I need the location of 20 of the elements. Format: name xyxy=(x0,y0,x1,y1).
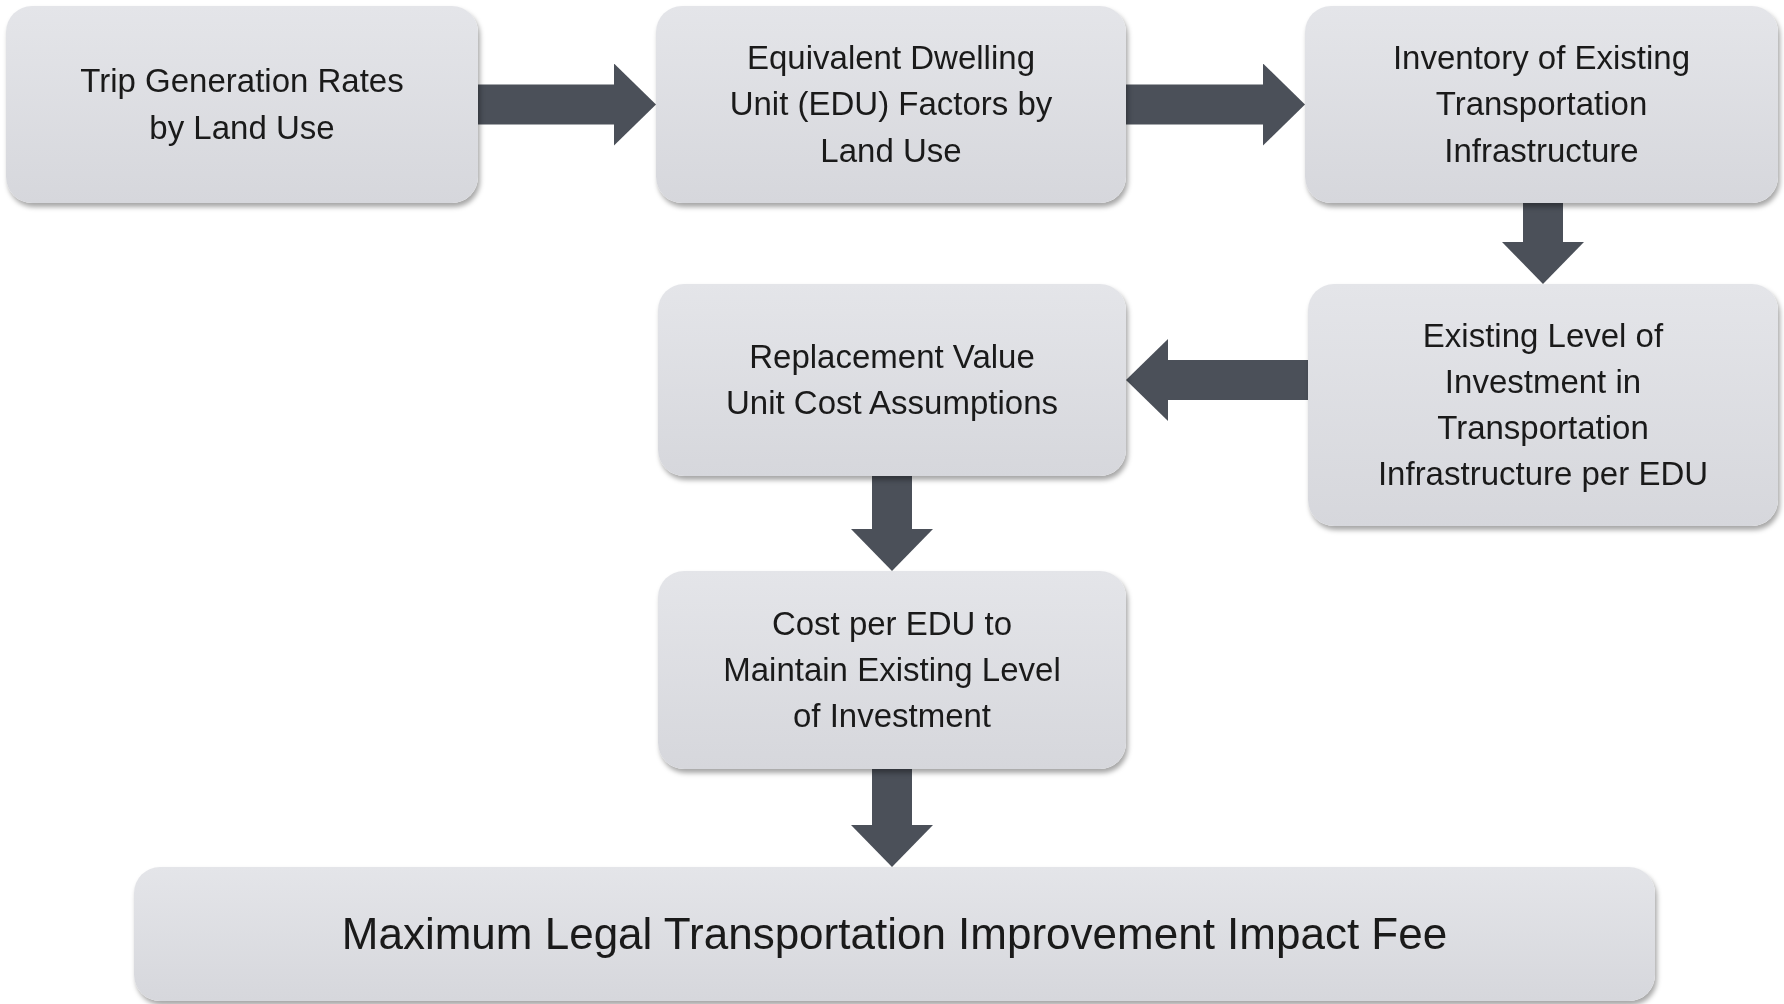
process-box xyxy=(658,571,1126,769)
block-arrow xyxy=(478,63,656,146)
process-box xyxy=(134,867,1655,1001)
box-text: Equivalent Dwelling Unit (EDU) Factors by Land Use xyxy=(728,38,1054,171)
block-arrow xyxy=(1126,63,1305,146)
process-box xyxy=(1305,6,1778,203)
box-text: Trip Generation Rates by Land Use xyxy=(79,61,405,148)
block-arrow xyxy=(851,769,933,867)
box-text: Existing Level of Investment in Transportation Infrastructure per EDU xyxy=(1376,315,1710,495)
process-box xyxy=(658,284,1126,476)
process-box xyxy=(6,6,478,203)
process-box xyxy=(656,6,1126,203)
block-arrow xyxy=(851,476,933,571)
process-box xyxy=(1308,284,1778,526)
box-text: Maximum Legal Transportation Improvement Impact Fee xyxy=(341,908,1448,961)
box-text: Inventory of Existing Transportation Infrastructure xyxy=(1391,38,1692,171)
block-arrow xyxy=(1126,339,1308,421)
box-text: Cost per EDU to Maintain Existing Level of Investment xyxy=(722,603,1062,737)
box-text: Replacement Value Unit Cost Assumptions xyxy=(725,336,1059,423)
block-arrow xyxy=(1502,203,1584,284)
